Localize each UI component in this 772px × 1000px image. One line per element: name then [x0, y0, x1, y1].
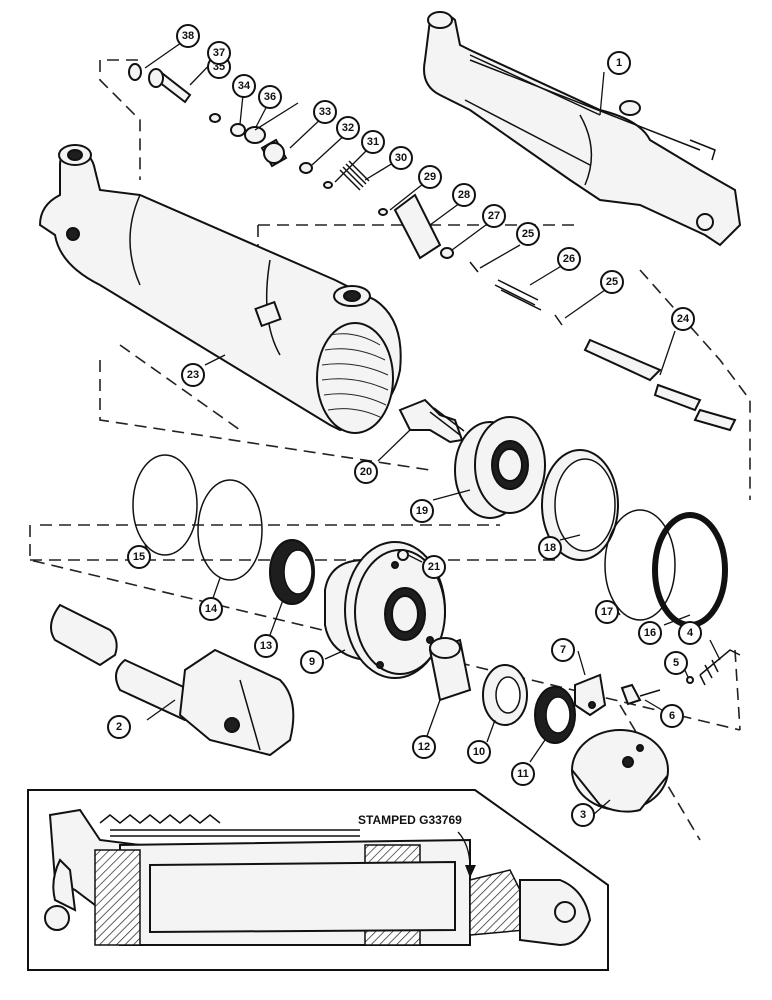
- bolt-part: [398, 398, 465, 444]
- svg-text:31: 31: [367, 136, 379, 148]
- svg-text:4: 4: [687, 627, 694, 639]
- callout-20: 20: [354, 460, 378, 484]
- svg-text:32: 32: [342, 122, 354, 134]
- svg-text:15: 15: [133, 551, 145, 563]
- callout-32: 32: [336, 116, 360, 140]
- cylinder-barrel: [38, 144, 402, 434]
- callout-25b: 25: [600, 270, 624, 294]
- callout-6: 6: [660, 704, 684, 728]
- svg-text:28: 28: [458, 189, 470, 201]
- svg-text:36: 36: [264, 91, 276, 103]
- svg-text:9: 9: [309, 656, 315, 668]
- callout-24: 24: [671, 307, 695, 331]
- callout-2: 2: [107, 715, 131, 739]
- stamp-label: STAMPED G33769: [358, 813, 462, 827]
- svg-text:17: 17: [601, 606, 613, 618]
- svg-text:11: 11: [517, 768, 529, 780]
- callout-27: 27: [482, 204, 506, 228]
- callout-34: 34: [232, 74, 256, 98]
- callout-31: 31: [361, 130, 385, 154]
- callout-16: 16: [638, 621, 662, 645]
- svg-text:26: 26: [563, 253, 575, 265]
- svg-text:23: 23: [187, 369, 199, 381]
- callout-5: 5: [664, 651, 688, 675]
- svg-text:2: 2: [116, 721, 122, 733]
- svg-text:14: 14: [205, 603, 218, 615]
- callout-30: 30: [389, 146, 413, 170]
- lock-parts: [574, 649, 741, 717]
- svg-text:13: 13: [260, 640, 272, 652]
- callout-19: 19: [410, 499, 434, 523]
- assembled-cylinder: [423, 11, 742, 247]
- seal-part: [269, 539, 315, 605]
- callout-12: 12: [412, 735, 436, 759]
- callout-17: 17: [595, 600, 619, 624]
- svg-text:37: 37: [213, 47, 225, 59]
- svg-text:5: 5: [673, 657, 679, 669]
- callout-25a: 25: [516, 222, 540, 246]
- svg-text:1: 1: [616, 57, 622, 69]
- callout-13: 13: [254, 634, 278, 658]
- svg-text:6: 6: [669, 710, 675, 722]
- svg-text:21: 21: [428, 561, 440, 573]
- rod-end-block-part: [571, 729, 669, 813]
- callout-14: 14: [199, 597, 223, 621]
- svg-text:10: 10: [473, 746, 485, 758]
- callout-10: 10: [467, 740, 491, 764]
- inset-border: [27, 789, 609, 971]
- callout-3: 3: [571, 803, 595, 827]
- ring-parts: [132, 449, 728, 628]
- piston-part: [454, 416, 546, 519]
- svg-text:29: 29: [424, 171, 436, 183]
- svg-text:30: 30: [395, 152, 407, 164]
- svg-text:7: 7: [560, 644, 566, 656]
- callout-29: 29: [418, 165, 442, 189]
- svg-text:20: 20: [360, 466, 372, 478]
- svg-text:33: 33: [319, 106, 331, 118]
- pin-part: [583, 338, 737, 432]
- svg-text:16: 16: [644, 627, 656, 639]
- callout-36: 36: [258, 85, 282, 109]
- callout-labels: 1 2 3 4 5 6 7 9 10 11 12 13 14 15 16 17 …: [107, 24, 721, 827]
- bushing-parts: [428, 637, 576, 744]
- callout-4: 4: [678, 621, 702, 645]
- svg-text:12: 12: [418, 741, 430, 753]
- svg-text:38: 38: [182, 30, 194, 42]
- small-parts-row: [128, 63, 563, 326]
- callout-1: 1: [607, 51, 631, 75]
- svg-text:19: 19: [416, 505, 428, 517]
- svg-text:25: 25: [522, 228, 534, 240]
- svg-text:25: 25: [606, 276, 618, 288]
- piston-rod-part: [50, 603, 295, 757]
- callout-37: 37: [207, 41, 231, 65]
- callout-9: 9: [300, 650, 324, 674]
- callout-26: 26: [557, 247, 581, 271]
- svg-text:24: 24: [677, 313, 690, 325]
- callout-15: 15: [127, 545, 151, 569]
- callout-28: 28: [452, 183, 476, 207]
- callout-18: 18: [538, 536, 562, 560]
- cylinder-head-part: [324, 541, 446, 679]
- svg-text:3: 3: [580, 809, 586, 821]
- svg-text:18: 18: [544, 542, 556, 554]
- svg-text:34: 34: [238, 80, 251, 92]
- svg-text:27: 27: [488, 210, 500, 222]
- callout-7: 7: [551, 638, 575, 662]
- callout-11: 11: [511, 762, 535, 786]
- callout-23: 23: [181, 363, 205, 387]
- callout-33: 33: [313, 100, 337, 124]
- callout-38: 38: [176, 24, 200, 48]
- sectional-inset: STAMPED G33769: [27, 789, 609, 971]
- callout-21: 21: [422, 555, 446, 579]
